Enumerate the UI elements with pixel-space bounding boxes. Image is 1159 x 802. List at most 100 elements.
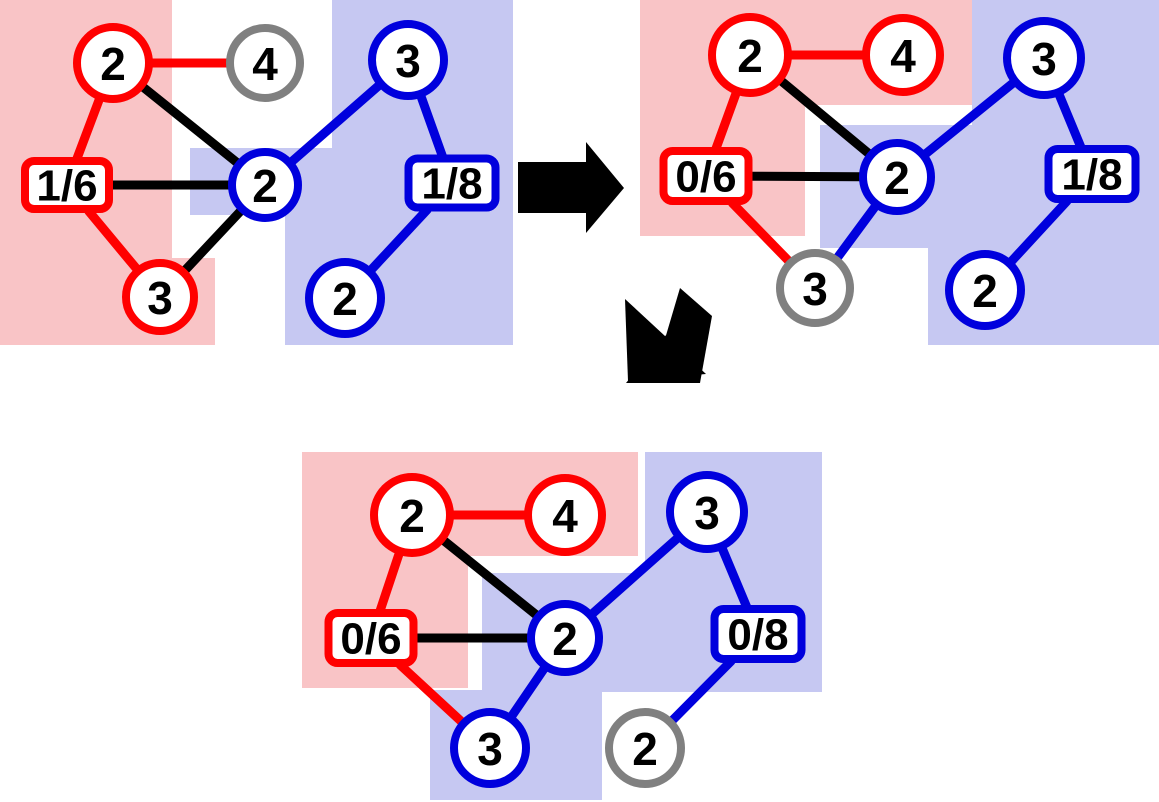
- node-circle: [1003, 17, 1085, 99]
- graph-edge-p2-n-d-p2-n-e: [746, 171, 866, 182]
- graph-node-p3-n-b[interactable]: 4: [524, 474, 606, 556]
- graph-edge-p3-n-a-p3-n-d: [375, 548, 404, 616]
- graph-node-p2-n-a[interactable]: 2: [708, 13, 792, 97]
- node-rect: [324, 609, 418, 667]
- node-rect: [710, 605, 806, 663]
- node-circle: [708, 13, 792, 97]
- region-blue-2: [820, 0, 1159, 345]
- graph-node-p3-n-f[interactable]: 0/8: [710, 605, 806, 663]
- node-rect: [659, 147, 753, 205]
- graph-edge-p2-n-e-p2-n-g: [832, 201, 881, 263]
- node-label: 2: [552, 613, 578, 665]
- node-label: 4: [252, 38, 278, 90]
- graph-node-p3-n-a[interactable]: 2: [370, 473, 454, 557]
- graph-edge-p2-n-a-p2-n-e: [776, 76, 874, 159]
- node-circle: [73, 23, 153, 103]
- graph-node-p1-n-a[interactable]: 2: [73, 23, 153, 103]
- node-circle: [524, 474, 606, 556]
- graph-edge-p2-n-c-p2-n-f: [1054, 89, 1086, 152]
- graph-edge-p3-n-a-p3-n-e: [438, 535, 542, 620]
- graph-node-p3-n-e[interactable]: 2: [527, 600, 603, 676]
- graph-edge-p1-n-c-p1-n-f: [416, 91, 448, 161]
- graph-node-p2-n-f[interactable]: 1/8: [1044, 145, 1140, 203]
- arrow-down-left-icon: [625, 288, 712, 383]
- node-circle: [859, 139, 935, 215]
- node-label: 0/6: [340, 615, 401, 664]
- graph-edge-p2-n-a-p2-n-d: [711, 88, 741, 154]
- graph-edge-p2-n-f-p2-n-h: [1006, 196, 1072, 267]
- node-label: 1/8: [1061, 151, 1122, 200]
- node-label: 2: [632, 723, 658, 775]
- node-label: 4: [890, 30, 916, 82]
- graph-node-p1-n-g[interactable]: 3: [122, 259, 198, 335]
- node-label: 2: [332, 273, 358, 325]
- graph-node-p3-n-h[interactable]: 2: [605, 708, 685, 788]
- node-label: 4: [552, 490, 578, 542]
- graph-edge-p3-n-e-p3-n-c: [587, 533, 683, 619]
- node-circle: [228, 148, 302, 222]
- node-label: 1/8: [421, 160, 482, 209]
- node-label: 3: [1031, 33, 1057, 85]
- node-rect: [404, 154, 500, 212]
- graph-edge-p1-n-a-p1-n-d: [72, 94, 105, 164]
- node-label: 3: [802, 263, 828, 315]
- node-label: 3: [477, 723, 503, 775]
- graph-node-p2-n-h[interactable]: 2: [945, 250, 1025, 330]
- node-label: 0/6: [675, 153, 736, 202]
- graph-edge-p1-n-f-p1-n-h: [366, 205, 432, 275]
- graph-node-p1-n-h[interactable]: 2: [305, 258, 385, 338]
- node-label: 2: [884, 152, 910, 204]
- node-label: 3: [395, 35, 421, 87]
- graph-node-p1-n-c[interactable]: 3: [368, 20, 448, 100]
- node-label: 2: [100, 38, 126, 90]
- graph-node-p1-n-f[interactable]: 1/8: [404, 154, 500, 212]
- graph-node-p2-n-g[interactable]: 3: [776, 249, 854, 327]
- node-circle: [226, 24, 304, 102]
- graph-node-p1-n-b[interactable]: 4: [226, 24, 304, 102]
- graph-node-p2-n-c[interactable]: 3: [1003, 17, 1085, 99]
- arrow-right: [518, 142, 624, 233]
- node-rect: [21, 157, 113, 213]
- node-circle: [862, 14, 944, 96]
- graph-edge-p3-n-d-p3-n-g: [395, 660, 467, 727]
- graph-node-p1-n-e[interactable]: 2: [228, 148, 302, 222]
- node-circle: [450, 708, 530, 788]
- graph-edge-p1-n-a-p1-n-e: [138, 82, 243, 168]
- graph-node-p3-n-g[interactable]: 3: [450, 708, 530, 788]
- node-circle: [368, 20, 448, 100]
- graph-edge-p1-n-e-p1-n-c: [286, 80, 384, 167]
- node-circle: [527, 600, 603, 676]
- graph-edge-p3-n-f-p3-n-h: [667, 656, 736, 726]
- graph-node-p1-n-d[interactable]: 1/6: [21, 157, 113, 213]
- edge-layer: [72, 50, 1086, 727]
- graph-node-p3-n-c[interactable]: 3: [666, 471, 748, 553]
- node-label: 0/8: [727, 611, 788, 660]
- node-label: 2: [737, 30, 763, 82]
- node-layer: 2 4 3 1/6 2 1/8 3 2 2 4 3 0/6 2 1/8 3 2 2 4 3 0/6 2 0/8 3 2: [21, 13, 1140, 788]
- graph-edge-p2-n-e-p2-n-c: [920, 78, 1019, 159]
- node-label: 2: [399, 490, 425, 542]
- graph-edge-p1-n-e-p1-n-g: [180, 206, 246, 276]
- node-circle: [605, 708, 685, 788]
- graph-node-p2-n-e[interactable]: 2: [859, 139, 935, 215]
- graph-node-p2-n-d[interactable]: 0/6: [659, 147, 753, 205]
- graph-edge-p3-n-c-p3-n-f: [717, 543, 752, 612]
- graph-node-p2-n-b[interactable]: 4: [862, 14, 944, 96]
- node-label: 3: [147, 272, 173, 324]
- node-circle: [666, 471, 748, 553]
- node-circle: [305, 258, 385, 338]
- graph-edge-p2-n-d-p2-n-g: [727, 198, 794, 266]
- node-circle: [945, 250, 1025, 330]
- graph-edge-p3-n-e-p3-n-g: [506, 663, 550, 722]
- node-circle: [776, 249, 854, 327]
- node-label: 2: [972, 265, 998, 317]
- node-label: 1/6: [36, 162, 97, 211]
- node-circle: [370, 473, 454, 557]
- node-rect: [1044, 145, 1140, 203]
- node-label: 2: [252, 160, 278, 212]
- node-circle: [122, 259, 198, 335]
- graph-node-p3-n-d[interactable]: 0/6: [324, 609, 418, 667]
